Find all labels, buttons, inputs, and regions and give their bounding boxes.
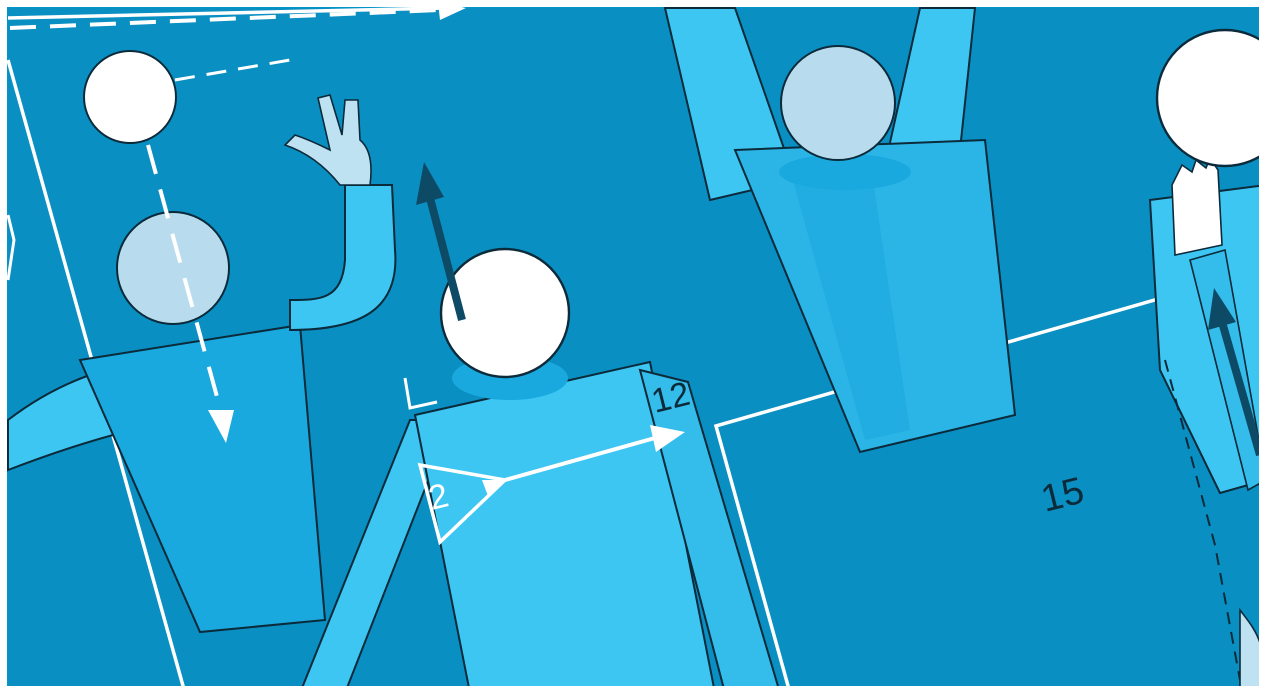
player-right-hand (1172, 158, 1222, 255)
player-left-head (117, 212, 229, 324)
marker-circle-top-left (84, 51, 176, 143)
player-top-head (781, 46, 895, 160)
